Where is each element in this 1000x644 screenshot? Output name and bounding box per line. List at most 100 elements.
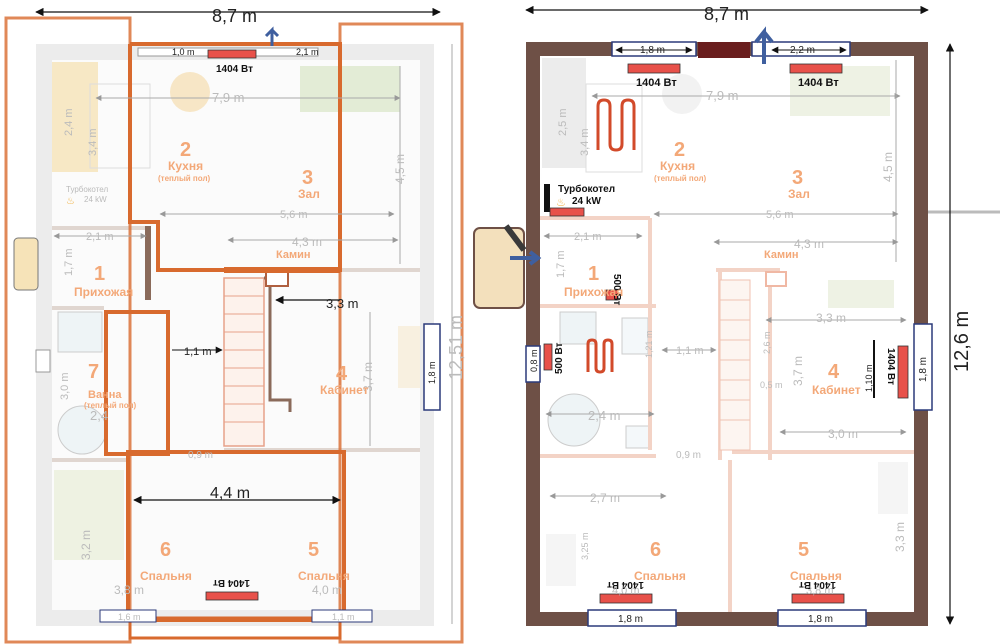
left-bottom-window-right — [311, 609, 373, 623]
right-room-1-num: 1 — [588, 263, 599, 285]
left-dim-56: 5,6 m — [280, 209, 308, 221]
right-fireplace — [765, 271, 787, 287]
left-dim-11b: 1,1 m — [332, 612, 355, 622]
right-top-width: 8,7 m — [704, 4, 749, 24]
right-dim-33b: 3,3 m — [893, 522, 907, 552]
right-room-3-num: 3 — [792, 167, 803, 189]
right-window-top-right-dim: 2,2 m — [790, 45, 815, 56]
right-dim-110: 1,10 m — [864, 364, 874, 392]
right-vent-arrow-icon — [754, 26, 774, 64]
right-sofa — [790, 66, 890, 116]
left-faded-dims: 7,9 m 2,4 m 3,4 m 4,5 m 5,6 m 4,3 m 2,1 … — [53, 66, 441, 623]
left-room-5-num: 5 — [308, 539, 319, 561]
right-boiler-flame-icon: ♨ — [556, 197, 566, 209]
right-bottom-window-left-dim: 1,8 m — [618, 614, 643, 625]
left-room-3-num: 3 — [302, 167, 313, 189]
left-dim-2x: 2,4 — [90, 408, 108, 423]
left-dim-18: 1,8 m — [427, 361, 437, 384]
right-bed-right — [878, 462, 908, 514]
right-heater-bottom-left-label: 1404 Вт — [607, 579, 644, 590]
right-dim-24: 2,4 m — [588, 408, 621, 423]
left-dim-37: 3,7 m — [361, 362, 375, 392]
right-side-window-right — [913, 323, 933, 411]
left-room-7-num: 7 — [88, 361, 99, 383]
right-boiler-body — [544, 184, 550, 212]
right-dim-325: 3,25 m — [580, 532, 590, 560]
left-room-2-sub: (теплый пол) — [158, 174, 211, 183]
right-cabinet-sofa — [828, 280, 894, 308]
left-room-5-name: Спальня — [298, 569, 350, 583]
right-dim-121: 1,21 m — [644, 330, 654, 358]
right-dim-33: 3,3 m — [816, 311, 846, 325]
left-top-width: 8,7 m — [212, 6, 257, 26]
right-shower — [625, 425, 651, 449]
left-room-7-name: Ванна — [88, 389, 122, 401]
right-room-2-num: 2 — [674, 139, 685, 161]
right-dim-05: 0,5 m — [760, 380, 783, 390]
right-bottom-window-right — [777, 609, 867, 627]
right-chimney-pipe — [503, 224, 527, 252]
left-window-top-left-dim: 1,0 m — [172, 47, 195, 57]
right-heater-bath-label: 500 Вт — [554, 342, 565, 374]
right-bottom-window-left — [587, 609, 677, 627]
right-dim-17: 1,7 m — [555, 250, 567, 278]
right-boiler-heater — [549, 207, 585, 217]
right-bathtub — [547, 393, 601, 447]
left-boiler-power: 24 kW — [84, 195, 107, 204]
right-heater-hall-label: 500 Вт — [611, 274, 622, 306]
left-dim-30: 3,0 m — [59, 372, 71, 400]
right-dim-38: 3,8 m — [806, 585, 834, 597]
left-bed — [54, 470, 124, 560]
left-room-4-num: 4 — [336, 363, 348, 385]
right-porch — [473, 227, 525, 309]
left-room-6-name: Спальня — [140, 569, 192, 583]
right-dim-21: 2,1 m — [574, 231, 602, 243]
right-dim-40: 4,0 m — [612, 585, 640, 597]
right-dim-79: 7,9 m — [706, 88, 739, 103]
left-table — [170, 72, 210, 112]
left-kitchen-tile — [89, 83, 151, 169]
right-staircase — [719, 279, 751, 451]
right-heater-cabinet — [897, 345, 909, 399]
right-window-top-left-dim: 1,8 m — [640, 45, 665, 56]
right-room-4-num: 4 — [828, 361, 840, 383]
right-dim-45: 4,5 m — [881, 152, 895, 182]
left-room-3-sub: Камин — [276, 249, 311, 261]
left-dim-44: 4,4 m — [210, 485, 250, 502]
right-bath-floor-heating-icon — [586, 338, 614, 374]
left-dim-40: 4,0 m — [312, 583, 342, 597]
right-bottom-window-right-dim: 1,8 m — [808, 614, 833, 625]
left-dim-38: 3,8 m — [114, 583, 144, 597]
left-sofa — [300, 66, 400, 112]
left-room-4-name: Кабинет — [320, 383, 369, 397]
right-room-6-num: 6 — [650, 539, 661, 561]
right-right-height: 12,6 m — [951, 311, 973, 372]
left-boiler-flame-icon: ♨ — [66, 196, 75, 207]
right-dim-26: 2,6 m — [762, 331, 772, 354]
right-room-2-name: Кухня — [660, 159, 695, 173]
right-top-door — [698, 42, 750, 58]
right-dim-27: 2,7 m — [590, 491, 620, 505]
right-room-1-name: Прихожая — [564, 285, 623, 299]
right-dim-56: 5,6 m — [766, 209, 794, 221]
left-side-window — [35, 349, 51, 373]
right-dim-11: 1,1 m — [676, 345, 704, 357]
left-desk — [398, 326, 420, 388]
right-room-2-sub: (теплый пол) — [654, 174, 707, 183]
left-room-2-name: Кухня — [168, 159, 203, 173]
left-side-window-right — [423, 323, 441, 411]
right-dim-34: 3,4 m — [579, 128, 591, 156]
left-dim-16: 1,6 m — [118, 612, 141, 622]
left-room-2-num: 2 — [180, 139, 191, 161]
left-room-3-name: Зал — [298, 187, 320, 201]
right-bed-left — [546, 534, 576, 586]
right-stairs-shade — [542, 58, 586, 168]
right-heater-hall — [605, 289, 619, 301]
right-heater-cabinet-label: 1404 Вт — [885, 348, 896, 385]
right-kitchen-floor-heating-icon — [596, 98, 636, 152]
right-kitchen-tile — [585, 83, 643, 173]
left-plan: 1,0 m 2,1 m 1404 Вт 8,7 m 12,51 m 7,9 m … — [4, 6, 466, 644]
right-toilet — [621, 317, 649, 355]
right-room-3-name: Зал — [788, 187, 810, 201]
right-heater-bath — [543, 343, 553, 371]
